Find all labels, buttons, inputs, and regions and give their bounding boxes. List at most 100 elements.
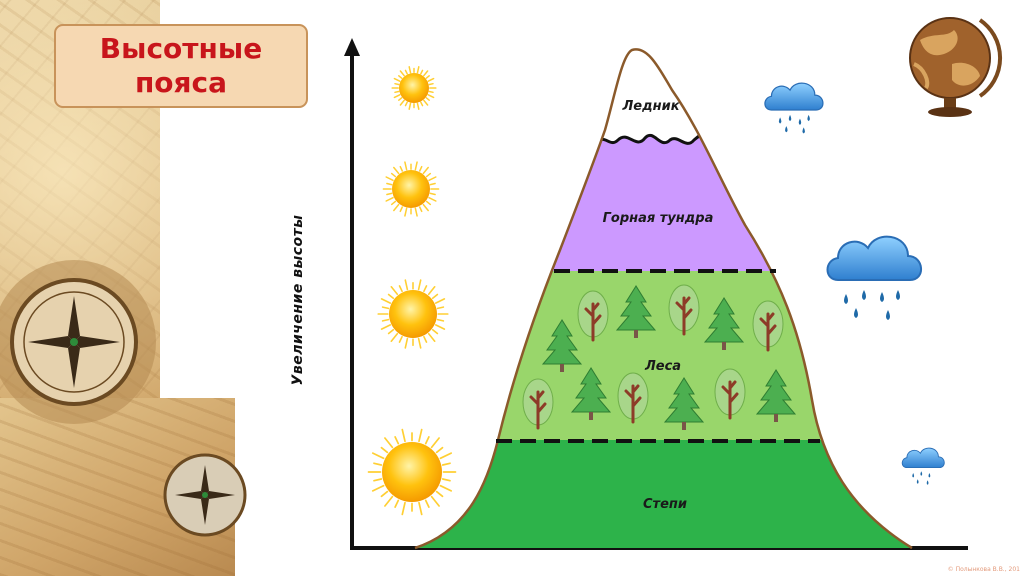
mountain-outline: [414, 48, 913, 550]
sun-ray: [398, 75, 403, 79]
sun-ray: [394, 436, 400, 445]
sun-ray: [420, 69, 424, 75]
sun-ray: [390, 172, 397, 178]
sun-ray: [429, 182, 436, 186]
y-axis-arrow-icon: [344, 38, 360, 56]
compass-icon: [163, 453, 247, 537]
sun-ray: [428, 82, 434, 86]
sun-ray: [404, 337, 409, 349]
sun-ray: [428, 196, 437, 202]
sun-icon: [391, 66, 437, 110]
sun-ray: [416, 66, 420, 74]
sun-ray: [423, 99, 429, 106]
sun-ray: [380, 298, 392, 304]
sun-ray: [386, 192, 393, 196]
sun-ray: [398, 285, 403, 293]
sun-ray: [390, 285, 399, 296]
compass-icon: [0, 260, 156, 424]
globe-icon: [909, 17, 1003, 117]
sun-ray: [436, 318, 445, 322]
sun-ray: [393, 94, 401, 99]
sun-icon: [377, 279, 449, 349]
sun-ray: [434, 324, 446, 330]
sun-ray: [390, 332, 399, 343]
sun-ray: [417, 337, 422, 349]
sun-ray: [398, 97, 403, 101]
y-axis: [344, 38, 360, 548]
sun-ray: [425, 75, 430, 79]
sun-ray: [401, 501, 406, 516]
sun-ray: [373, 462, 383, 466]
rain-cloud-icon: [901, 447, 945, 485]
sun-ray: [404, 279, 409, 291]
sun-ray: [435, 446, 444, 454]
sun-ray: [387, 328, 395, 335]
sun-ray: [381, 306, 390, 310]
zone-forest-band: [415, 271, 912, 440]
sun-ray: [439, 452, 453, 460]
sun-ray: [431, 328, 439, 335]
sun-ray: [399, 99, 405, 106]
sun-ray: [434, 298, 446, 304]
sun-ray: [427, 332, 436, 343]
sun-ray: [380, 324, 392, 330]
sun-ray: [404, 207, 408, 217]
sun-ray: [414, 207, 418, 217]
sun-ray: [427, 94, 435, 99]
sun-ray: [418, 206, 423, 213]
sun-ray: [390, 200, 397, 206]
sun-ray: [384, 495, 394, 507]
sun-ray: [428, 90, 434, 94]
sun-ray: [385, 196, 394, 202]
sun-ray: [425, 97, 430, 101]
sun-ray: [386, 182, 393, 186]
sun-ray: [398, 335, 403, 343]
sun-ray: [418, 501, 423, 516]
sun-icon: [382, 161, 440, 217]
sun-ray: [371, 452, 385, 460]
sun-ray: [417, 279, 422, 291]
zone-label-glacier: Ледник: [621, 99, 680, 114]
sun-ray: [399, 206, 404, 213]
rain-cloud-icon: [826, 235, 922, 320]
sun-ray: [401, 428, 406, 443]
sun-ray: [430, 495, 440, 507]
sun-ray: [380, 446, 389, 454]
sun-ray: [418, 165, 423, 172]
sun-ray: [408, 66, 412, 74]
sun-ray: [404, 101, 408, 107]
sun-ray: [428, 176, 437, 182]
rain-cloud-icon: [764, 82, 824, 134]
sun-ray: [431, 293, 439, 300]
sun-ray: [416, 102, 420, 110]
sun-ray: [425, 200, 432, 206]
sun-ray: [385, 176, 394, 182]
sun-ray: [424, 499, 430, 508]
sun-ray: [439, 484, 453, 492]
sun-ray: [393, 203, 400, 212]
sun-ray: [399, 165, 404, 172]
sun-ray: [394, 82, 400, 86]
sun-ray: [394, 499, 400, 508]
zone-label-tundra: Горная тундра: [603, 211, 714, 226]
sun-ray: [418, 428, 423, 443]
sun-ray: [422, 166, 429, 175]
sun-icon: [367, 428, 457, 516]
zone-label-forest: Леса: [644, 359, 681, 374]
y-axis-label: Увеличение высоты: [290, 214, 306, 386]
sun-ray: [423, 285, 428, 293]
sun-ray: [441, 478, 451, 482]
sun-ray: [423, 70, 429, 77]
sun-ray: [424, 436, 430, 445]
sun-ray: [408, 102, 412, 110]
sun-ray: [430, 437, 440, 449]
sun-ray: [399, 70, 405, 77]
sun-ray: [429, 192, 436, 196]
sun-ray: [435, 490, 444, 498]
sun-ray: [427, 77, 435, 82]
slide-title: Высотные пояса: [54, 24, 308, 108]
sun-ray: [393, 77, 401, 82]
sun-ray: [414, 161, 418, 171]
copyright-credit: © Полынкова В.В., 201: [947, 566, 1020, 573]
